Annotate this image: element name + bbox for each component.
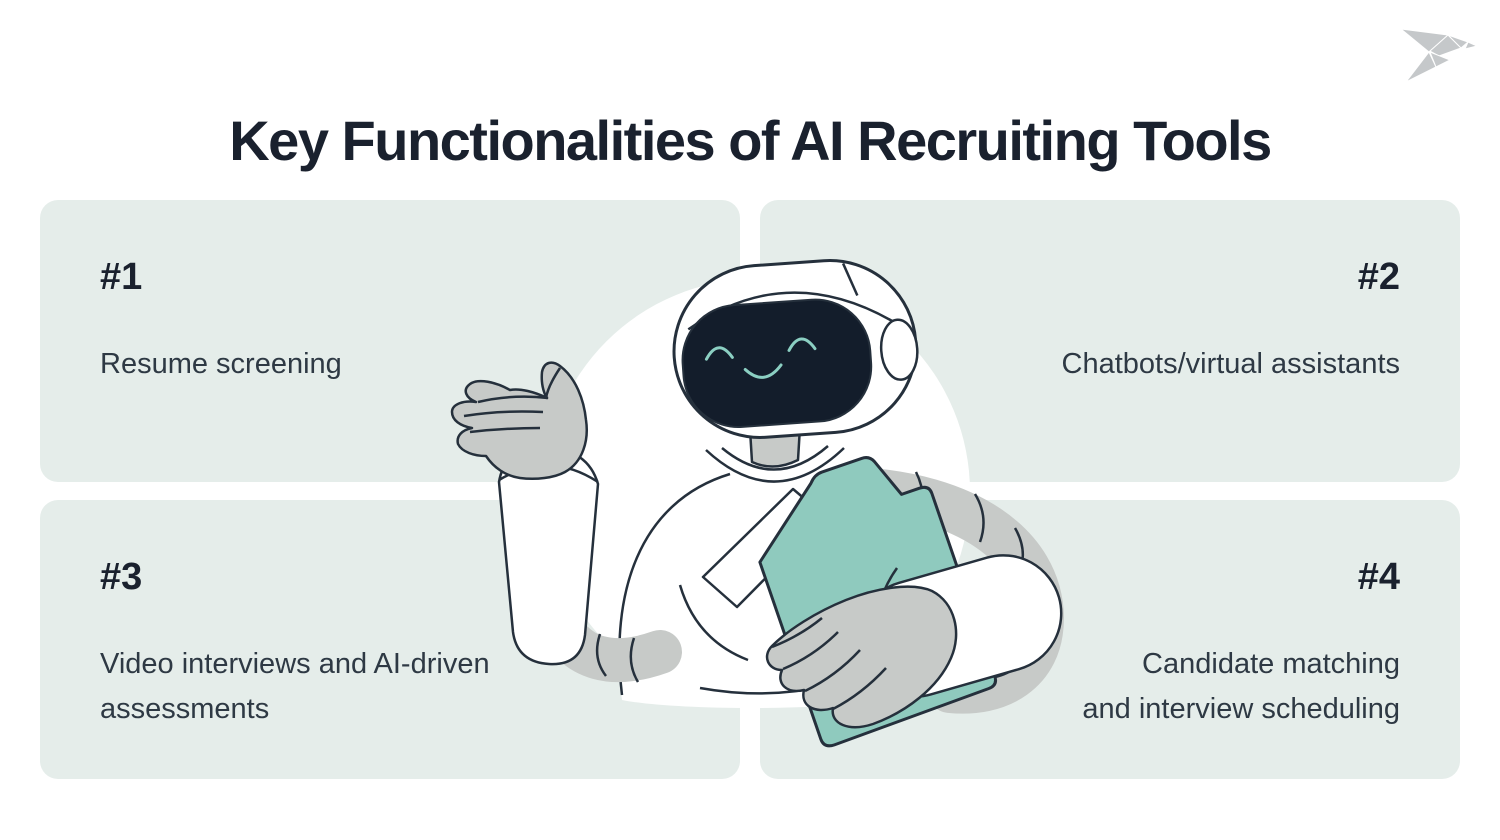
card-number: #4 [1357,556,1400,598]
robot-head [672,259,919,439]
card-label-line: and interview scheduling [1082,693,1400,725]
robot-eye-right [787,337,817,352]
card-label: Candidate matching and interview schedul… [1082,642,1400,732]
card-label-line: assessments [100,693,270,725]
robot-gripping-hand [765,585,958,729]
card-number: #1 [100,256,143,298]
robot-face-screen [681,298,873,429]
card-number: #2 [1357,256,1400,298]
robot-left-forearm [497,445,600,666]
robot-ear [879,318,919,381]
card-label: Chatbots/virtual assistants [1062,342,1400,387]
card-label-line: Candidate matching [1142,648,1400,680]
robot-smile [743,363,783,379]
robot-eye-left [704,346,734,361]
card-label: Video interviews and AI-driven assessmen… [100,642,490,732]
robot-illustration [450,259,1065,748]
card-label-line: Chatbots/virtual assistants [1061,348,1400,380]
robot-waving-hand [450,361,588,480]
origami-bird-logo-icon [1399,28,1479,83]
card-label: Resume screening [100,342,342,387]
helmet-seam [841,262,859,297]
page-title: Key Functionalities of AI Recruiting Too… [229,108,1272,172]
card-label-line: Resume screening [100,348,342,380]
card-number: #3 [100,556,143,598]
card-label-line: Video interviews and AI-driven [100,648,490,680]
